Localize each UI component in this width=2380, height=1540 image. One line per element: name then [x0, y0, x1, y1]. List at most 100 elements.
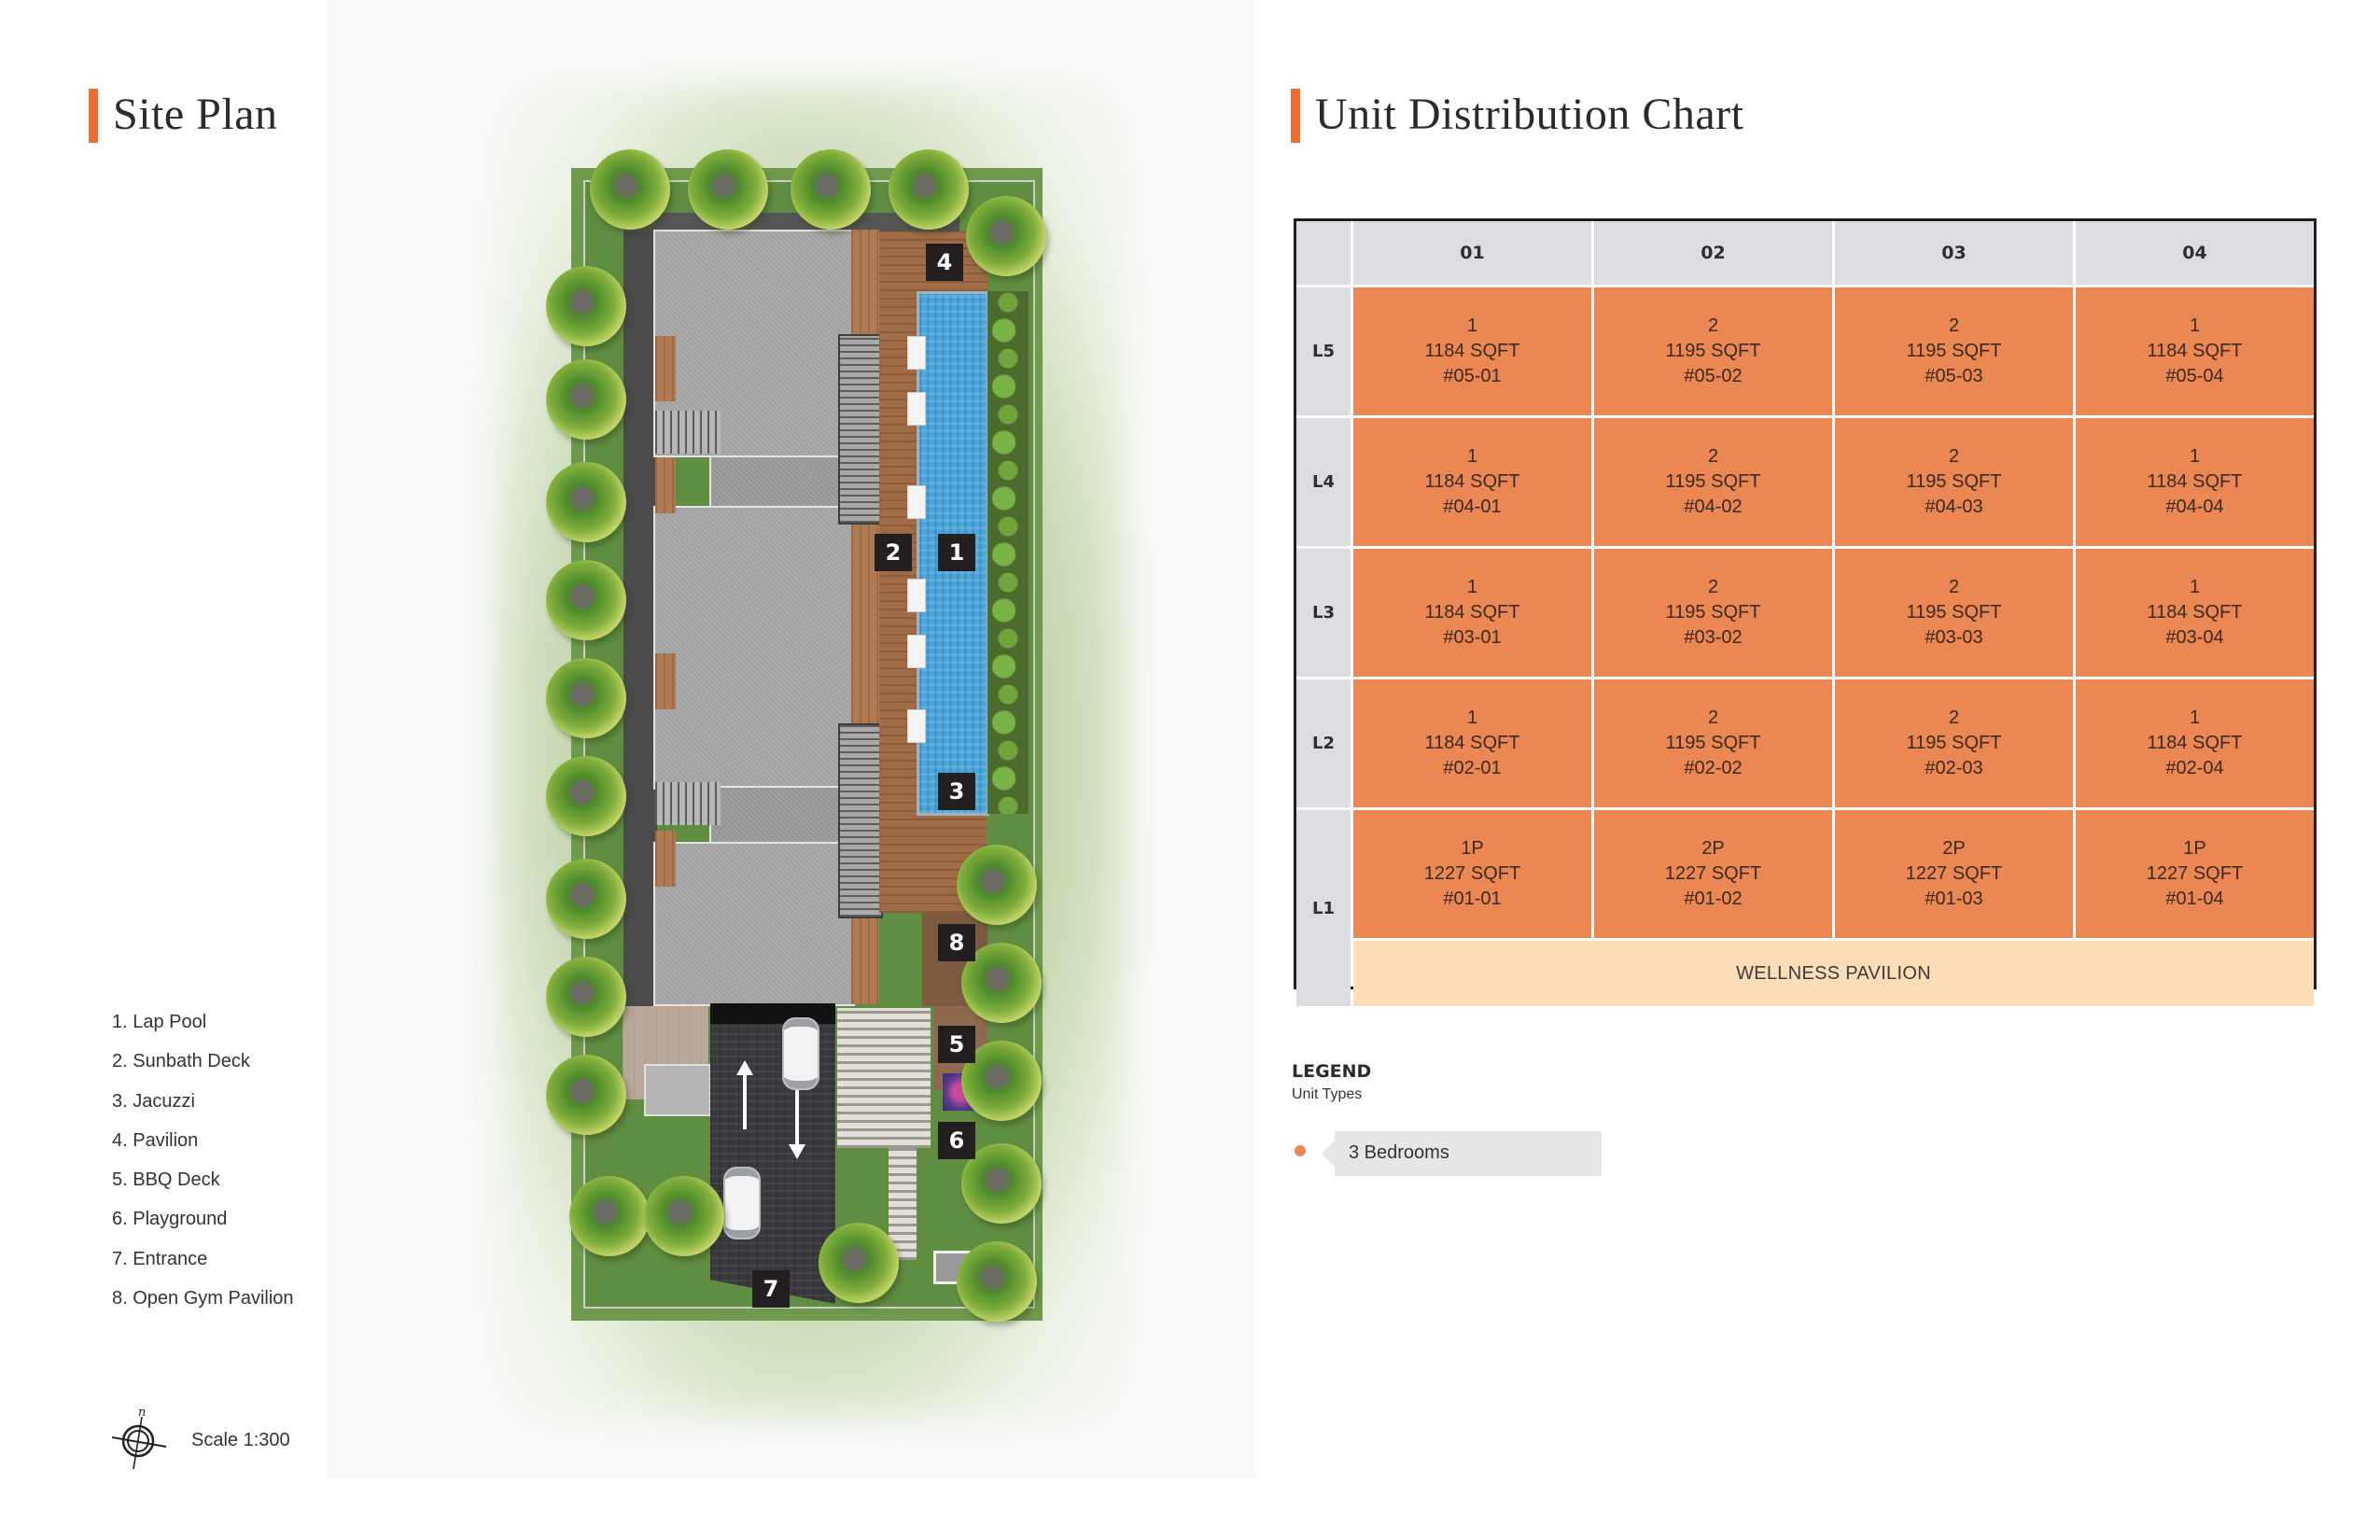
row-header-level: L3: [1296, 549, 1351, 677]
amenity-item: 3. Jacuzzi: [112, 1090, 195, 1112]
unit-number: #03-03: [1925, 627, 1983, 648]
unit-type: 1: [2189, 707, 2201, 728]
unit-chart-title-accent: [1291, 89, 1300, 143]
column-header: 02: [1594, 221, 1832, 285]
unit-type: 1P: [1461, 838, 1484, 859]
unit-area: 1184 SQFT: [2147, 471, 2243, 492]
site-plan-block-south: [653, 842, 855, 1006]
unit-cell: 1 1184 SQFT #03-04: [2076, 549, 2314, 677]
unit-area: 1227 SQFT: [1664, 863, 1762, 884]
unit-type: 2: [1707, 707, 1719, 728]
unit-cell: 2 1195 SQFT #05-03: [1835, 287, 2073, 415]
site-plan-car-icon: [723, 1167, 761, 1239]
unit-number: #01-04: [2165, 889, 2224, 909]
site-plan-entrance-paving: [837, 1008, 931, 1148]
unit-cell: 2 1195 SQFT #03-03: [1835, 549, 2073, 677]
unit-number: #04-04: [2165, 497, 2224, 517]
amenity-item: 4. Pavilion: [112, 1129, 199, 1151]
unit-number: #04-01: [1443, 497, 1502, 517]
site-plan-arrow-up-icon: [736, 1060, 753, 1129]
unit-area: 1227 SQFT: [1905, 863, 2003, 884]
amenity-item: 5. BBQ Deck: [112, 1169, 220, 1191]
unit-type: 1: [2189, 577, 2201, 597]
unit-number: #03-01: [1443, 627, 1502, 648]
unit-area: 1227 SQFT: [2146, 863, 2244, 884]
unit-cell: 1 1184 SQFT #05-01: [1353, 287, 1591, 415]
marker-pavilion: 4: [926, 244, 963, 281]
unit-number: #02-04: [2165, 758, 2224, 778]
site-plan-lounger: [907, 709, 926, 743]
unit-type: 2: [1707, 315, 1719, 336]
unit-number: #02-03: [1925, 758, 1983, 778]
site-plan-block-north: [653, 230, 855, 457]
tree-icon: [546, 658, 626, 738]
unit-number: #01-03: [1925, 889, 1983, 909]
unit-area: 1184 SQFT: [2147, 733, 2243, 753]
tree-icon: [889, 149, 969, 230]
legend-swatch-dot-icon: [1295, 1145, 1306, 1156]
legend-item-label: 3 Bedrooms: [1349, 1142, 1449, 1163]
unit-area: 1184 SQFT: [2147, 341, 2243, 361]
unit-number: #04-03: [1925, 497, 1983, 517]
unit-type: 1P: [2183, 838, 2206, 859]
unit-cell: 2P 1227 SQFT #01-03: [1835, 810, 2073, 938]
site-plan-louvre-north: [838, 334, 883, 525]
unit-cell: 1 1184 SQFT #04-04: [2076, 418, 2314, 546]
amenity-item: 1. Lap Pool: [112, 1012, 207, 1032]
unit-cell: 1P 1227 SQFT #01-01: [1353, 810, 1591, 938]
column-header: 03: [1835, 221, 2073, 285]
unit-number: #05-03: [1925, 366, 1983, 386]
tree-icon: [546, 1055, 626, 1135]
site-plan-planter: [655, 653, 676, 709]
unit-type: 2: [1948, 315, 1960, 336]
unit-area: 1195 SQFT: [1906, 602, 2002, 623]
site-plan-planting-strip: [987, 291, 1029, 814]
tree-icon: [546, 359, 626, 440]
svg-text:n: n: [138, 1406, 146, 1420]
unit-type: 2P: [1701, 838, 1725, 859]
site-plan-planter: [655, 457, 676, 513]
tree-icon: [546, 462, 626, 542]
tree-icon: [688, 149, 768, 230]
unit-area: 1184 SQFT: [1424, 733, 1520, 753]
unit-type: 2: [1948, 446, 1960, 467]
unit-cell: 1 1184 SQFT #02-04: [2076, 679, 2314, 807]
unit-cell: 1P 1227 SQFT #01-04: [2076, 810, 2314, 938]
unit-type: 2: [1707, 577, 1719, 597]
site-plan-block-core-south: [709, 786, 855, 846]
amenity-item: 6. Playground: [112, 1209, 228, 1230]
tree-icon: [590, 149, 670, 230]
amenity-item: 8. Open Gym Pavilion: [112, 1288, 294, 1309]
wellness-pavilion-cell: WELLNESS PAVILION: [1353, 941, 2314, 1006]
column-header: 04: [2076, 221, 2314, 285]
tree-icon: [546, 266, 626, 346]
unit-number: #03-04: [2165, 627, 2224, 648]
unit-cell: 2 1195 SQFT #02-03: [1835, 679, 2073, 807]
unit-area: 1195 SQFT: [1906, 471, 2002, 492]
site-plan-lounger: [907, 336, 926, 370]
unit-type: 1: [1466, 577, 1478, 597]
unit-chart-title: Unit Distribution Chart: [1315, 90, 1744, 139]
site-plan-title: Site Plan: [113, 90, 278, 139]
unit-number: #01-01: [1443, 889, 1502, 909]
marker-entrance: 7: [752, 1270, 790, 1308]
unit-area: 1195 SQFT: [1665, 471, 1761, 492]
unit-number: #01-02: [1684, 889, 1743, 909]
site-plan-car-icon: [782, 1017, 819, 1090]
marker-bbq-deck: 5: [938, 1026, 975, 1063]
site-plan-block-core-north: [709, 455, 855, 510]
site-plan-lounger: [907, 485, 926, 519]
marker-playground: 6: [938, 1122, 975, 1159]
unit-area: 1195 SQFT: [1665, 341, 1761, 361]
unit-area: 1184 SQFT: [1424, 471, 1520, 492]
unit-cell: 2 1195 SQFT #04-03: [1835, 418, 2073, 546]
unit-type: 1: [2189, 315, 2201, 336]
unit-area: 1227 SQFT: [1423, 863, 1521, 884]
row-header-level: L1: [1296, 810, 1351, 1006]
unit-area: 1195 SQFT: [1906, 341, 2002, 361]
tree-icon: [819, 1223, 899, 1303]
unit-number: #02-02: [1684, 758, 1743, 778]
site-plan-planter: [655, 831, 676, 887]
row-header-level: L2: [1296, 679, 1351, 807]
unit-type: 2: [1948, 577, 1960, 597]
